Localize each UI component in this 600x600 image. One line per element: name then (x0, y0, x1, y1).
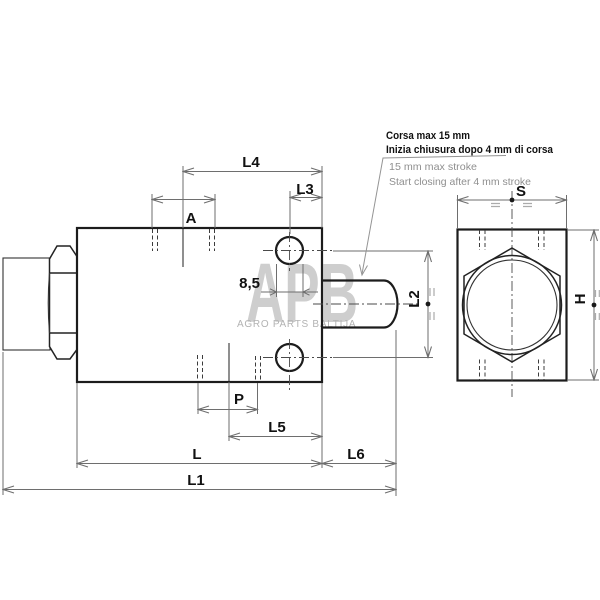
port-hole-bottom (263, 339, 333, 391)
dim-label-l: L (192, 446, 201, 463)
dimension-l3: L3 (290, 181, 322, 234)
hex-nut-end-view (463, 247, 561, 363)
dimension-p: P (198, 383, 258, 414)
dimension-h: H (567, 230, 600, 380)
annotation-stroke-line1: 15 mm max stroke (389, 161, 477, 173)
thread-minor-circle (466, 259, 558, 351)
symmetry-marks (429, 288, 435, 320)
hidden-lines (152, 229, 261, 381)
watermark: APB AGRO PARTS BALTIJA (237, 246, 358, 340)
dim-label-l4: L4 (242, 154, 260, 171)
plunger-stem (322, 279, 399, 329)
dimension-s: S (458, 183, 567, 229)
end-view-hidden-lines (479, 230, 545, 380)
thread-major-circle (461, 254, 563, 356)
dim-label-l3: L3 (296, 181, 314, 198)
dim-label-a: A (186, 210, 197, 227)
leader-arrow (359, 264, 368, 277)
main-view (2, 226, 419, 391)
dim-label-p: P (234, 391, 244, 408)
dim-label-h: H (572, 294, 589, 305)
dim-label-l5: L5 (268, 419, 286, 436)
annotation-corsa-line2: Inizia chiusura dopo 4 mm di corsa (386, 144, 554, 156)
port-hole-top (263, 232, 333, 271)
leader-line (361, 155, 507, 275)
watermark-subtitle: AGRO PARTS BALTIJA (237, 319, 357, 330)
dimension-l6: L6 (322, 330, 396, 496)
dimension-bore-8-5: 8,5 (239, 264, 318, 297)
annotation-corsa-line1: Corsa max 15 mm (386, 130, 470, 142)
inlet-fitting (2, 257, 51, 351)
annotation-stroke-line2: Start closing after 4 mm stroke (389, 176, 531, 188)
dim-label-l1: L1 (187, 472, 205, 489)
dimensions-main-view: A L4 L3 8,5 L2 (3, 154, 435, 496)
dimension-l2: L2 (333, 251, 435, 358)
symmetry-marks (491, 202, 532, 208)
hex-nut (47, 245, 78, 360)
watermark-logo: APB (246, 246, 358, 340)
dimension-l5: L5 (229, 382, 322, 468)
dim-label-l2: L2 (406, 290, 423, 308)
symmetry-marks (594, 290, 600, 320)
dim-label-bore: 8,5 (239, 275, 260, 292)
end-view: S H (456, 183, 600, 397)
dim-label-l6: L6 (347, 446, 365, 463)
dimension-l1: L1 (3, 352, 396, 495)
valve-body (75, 226, 324, 384)
dimension-l: L (77, 383, 322, 468)
stroke-annotation: Corsa max 15 mm Inizia chiusura dopo 4 m… (359, 130, 554, 277)
dim-label-s: S (516, 183, 526, 200)
